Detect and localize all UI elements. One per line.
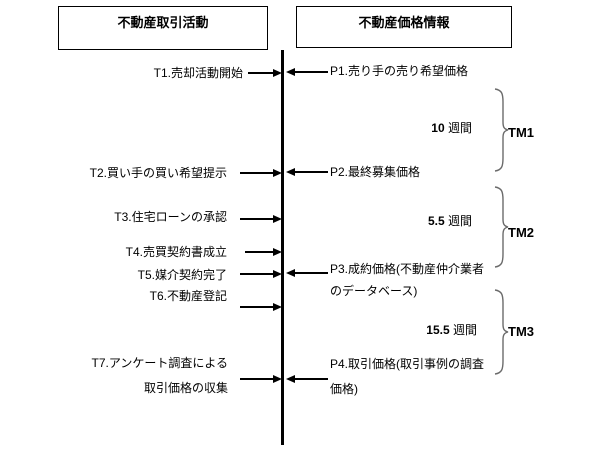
arrow-shaft xyxy=(245,251,273,253)
arrowhead-right-icon xyxy=(273,270,282,278)
arrow-p2 xyxy=(286,167,328,177)
tm2-label: TM2 xyxy=(508,225,534,240)
price-label-p3-line1: P3.成約価格(不動産仲介業者 xyxy=(330,262,485,276)
arrowhead-right-icon xyxy=(273,215,282,223)
price-label-p4-line1: P4.取引価格(取引事例の調査 xyxy=(330,357,485,371)
duration-value: 10 xyxy=(431,121,445,135)
arrow-shaft xyxy=(240,306,273,308)
arrow-t4 xyxy=(245,247,282,257)
brace-tm1-icon xyxy=(494,88,509,172)
arrowhead-left-icon xyxy=(286,269,295,277)
duration-tm3: 15.5 週間 xyxy=(426,323,477,337)
arrow-t2 xyxy=(240,168,282,178)
left-header-box: 不動産取引活動 xyxy=(58,6,268,50)
duration-tm1: 10 週間 xyxy=(431,121,472,135)
arrow-shaft xyxy=(295,272,328,274)
arrow-p1 xyxy=(286,67,328,77)
arrow-shaft xyxy=(240,218,273,220)
duration-tm2: 5.5 週間 xyxy=(428,214,472,228)
event-label-t3: T3.住宅ローンの承認 xyxy=(114,210,227,224)
event-label-t2: T2.買い手の買い希望提示 xyxy=(89,166,227,180)
price-label-p3-line2: のデータベース) xyxy=(330,284,418,298)
price-label-p1: P1.売り手の売り希望価格 xyxy=(330,64,469,78)
duration-unit: 週間 xyxy=(452,323,477,337)
event-label-t7-line2: 取引価格の収集 xyxy=(143,381,228,395)
arrow-t6 xyxy=(240,302,282,312)
arrow-shaft xyxy=(240,273,273,275)
arrow-shaft xyxy=(295,171,328,173)
arrow-shaft xyxy=(295,71,328,73)
arrow-p3 xyxy=(286,268,328,278)
duration-value: 5.5 xyxy=(427,214,445,228)
event-label-t6: T6.不動産登記 xyxy=(149,289,227,303)
arrowhead-right-icon xyxy=(273,303,282,311)
arrow-t3 xyxy=(240,214,282,224)
arrow-t5 xyxy=(240,269,282,279)
brace-tm2-icon xyxy=(494,186,509,268)
event-label-t7-line1: T7.アンケート調査による xyxy=(91,356,229,370)
right-header-box: 不動産価格情報 xyxy=(296,6,512,48)
event-label-t1: T1.売却活動開始 xyxy=(153,66,243,80)
tm3-label: TM3 xyxy=(508,324,534,339)
arrowhead-right-icon xyxy=(273,375,282,383)
arrowhead-right-icon xyxy=(273,169,282,177)
arrow-t1 xyxy=(248,68,282,78)
duration-value: 15.5 xyxy=(426,323,450,337)
arrow-shaft xyxy=(240,378,273,380)
duration-unit: 週間 xyxy=(447,121,472,135)
arrow-t7 xyxy=(240,374,282,384)
tm1-label: TM1 xyxy=(508,125,534,140)
arrowhead-left-icon xyxy=(286,168,295,176)
arrow-shaft xyxy=(248,72,273,74)
left-header-title: 不動産取引活動 xyxy=(117,15,209,30)
arrowhead-right-icon xyxy=(273,69,282,77)
brace-tm3-icon xyxy=(494,289,509,375)
arrow-shaft xyxy=(240,172,273,174)
arrowhead-left-icon xyxy=(286,68,295,76)
price-label-p4-line2: 価格) xyxy=(330,382,358,396)
arrow-shaft xyxy=(295,378,328,380)
price-label-p2: P2.最終募集価格 xyxy=(330,165,421,179)
event-label-t4: T4.売買契約書成立 xyxy=(125,245,227,259)
arrowhead-right-icon xyxy=(273,248,282,256)
arrowhead-left-icon xyxy=(286,375,295,383)
right-header-title: 不動産価格情報 xyxy=(358,15,450,30)
event-label-t5: T5.媒介契約完了 xyxy=(137,268,227,282)
arrow-p4 xyxy=(286,374,328,384)
duration-unit: 週間 xyxy=(447,214,472,228)
timeline-axis xyxy=(281,50,284,445)
